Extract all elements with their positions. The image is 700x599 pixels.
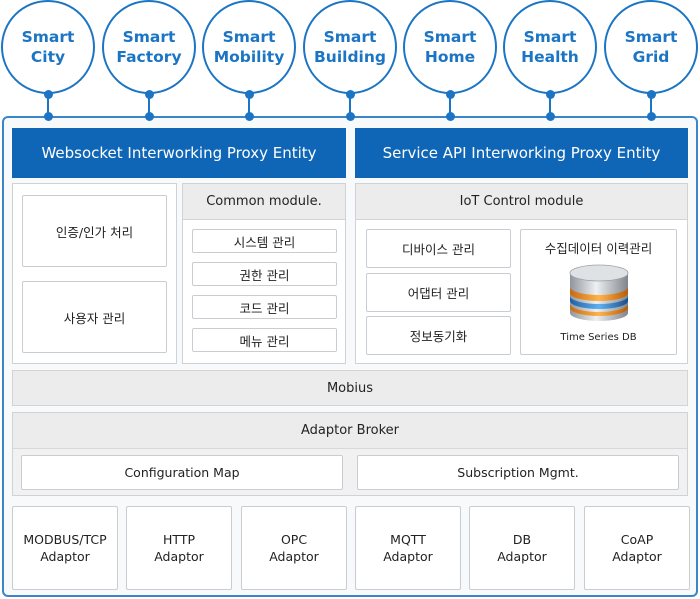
connector-dot <box>144 112 154 121</box>
sync-item: 정보동기화 <box>366 316 511 355</box>
circle-smart-grid: Smart Grid <box>604 0 698 94</box>
system-management-item: 시스템 관리 <box>192 229 337 253</box>
adaptor-db: DB Adaptor <box>469 506 575 590</box>
connector-dot <box>345 112 355 121</box>
connector-line <box>47 94 49 116</box>
connector-line <box>449 94 451 116</box>
connector-line <box>248 94 250 116</box>
common-module-title: Common module. <box>183 184 345 220</box>
adaptor-management-item: 어댑터 관리 <box>366 273 511 312</box>
connector-dot <box>244 90 254 99</box>
circle-smart-city: Smart City <box>1 0 95 94</box>
device-management-item: 디바이스 관리 <box>366 229 511 268</box>
time-series-db-label: Time Series DB <box>560 332 637 343</box>
connector-dot <box>43 112 53 121</box>
adaptor-coap: CoAP Adaptor <box>584 506 690 590</box>
permission-management-item: 권한 관리 <box>192 262 337 286</box>
connector-dot <box>445 90 455 99</box>
connector-line <box>349 94 351 116</box>
circle-smart-health: Smart Health <box>503 0 597 94</box>
connector-dot <box>43 90 53 99</box>
circle-smart-mobility: Smart Mobility <box>202 0 296 94</box>
mobius-layer: Mobius <box>12 370 688 406</box>
connector-line <box>549 94 551 116</box>
circle-smart-factory: Smart Factory <box>102 0 196 94</box>
circle-smart-building: Smart Building <box>303 0 397 94</box>
code-management-item: 코드 관리 <box>192 295 337 319</box>
connector-line <box>148 94 150 116</box>
adaptor-broker-title: Adaptor Broker <box>13 413 687 449</box>
data-history-title: 수집데이터 이력관리 <box>544 241 653 256</box>
connector-dot <box>345 90 355 99</box>
auth-box: 인증/인가 처리 <box>22 195 167 267</box>
connector-dot <box>646 112 656 121</box>
connector-dot <box>545 90 555 99</box>
service-api-proxy-header: Service API Interworking Proxy Entity <box>355 128 688 178</box>
websocket-proxy-header: Websocket Interworking Proxy Entity <box>12 128 346 178</box>
adaptor-mqtt: MQTT Adaptor <box>355 506 461 590</box>
connector-line <box>650 94 652 116</box>
user-management-box: 사용자 관리 <box>22 281 167 353</box>
iot-control-title: IoT Control module <box>356 184 687 220</box>
connector-dot <box>144 90 154 99</box>
connector-dot <box>445 112 455 121</box>
adaptor-http: HTTP Adaptor <box>126 506 232 590</box>
database-icon <box>566 263 632 325</box>
subscription-mgmt-box: Subscription Mgmt. <box>357 455 679 490</box>
configuration-map-box: Configuration Map <box>21 455 343 490</box>
circle-smart-home: Smart Home <box>403 0 497 94</box>
connector-dot <box>244 112 254 121</box>
connector-dot <box>646 90 656 99</box>
menu-management-item: 메뉴 관리 <box>192 328 337 352</box>
adaptor-modbus-tcp: MODBUS/TCP Adaptor <box>12 506 118 590</box>
connector-dot <box>545 112 555 121</box>
adaptor-opc: OPC Adaptor <box>241 506 347 590</box>
